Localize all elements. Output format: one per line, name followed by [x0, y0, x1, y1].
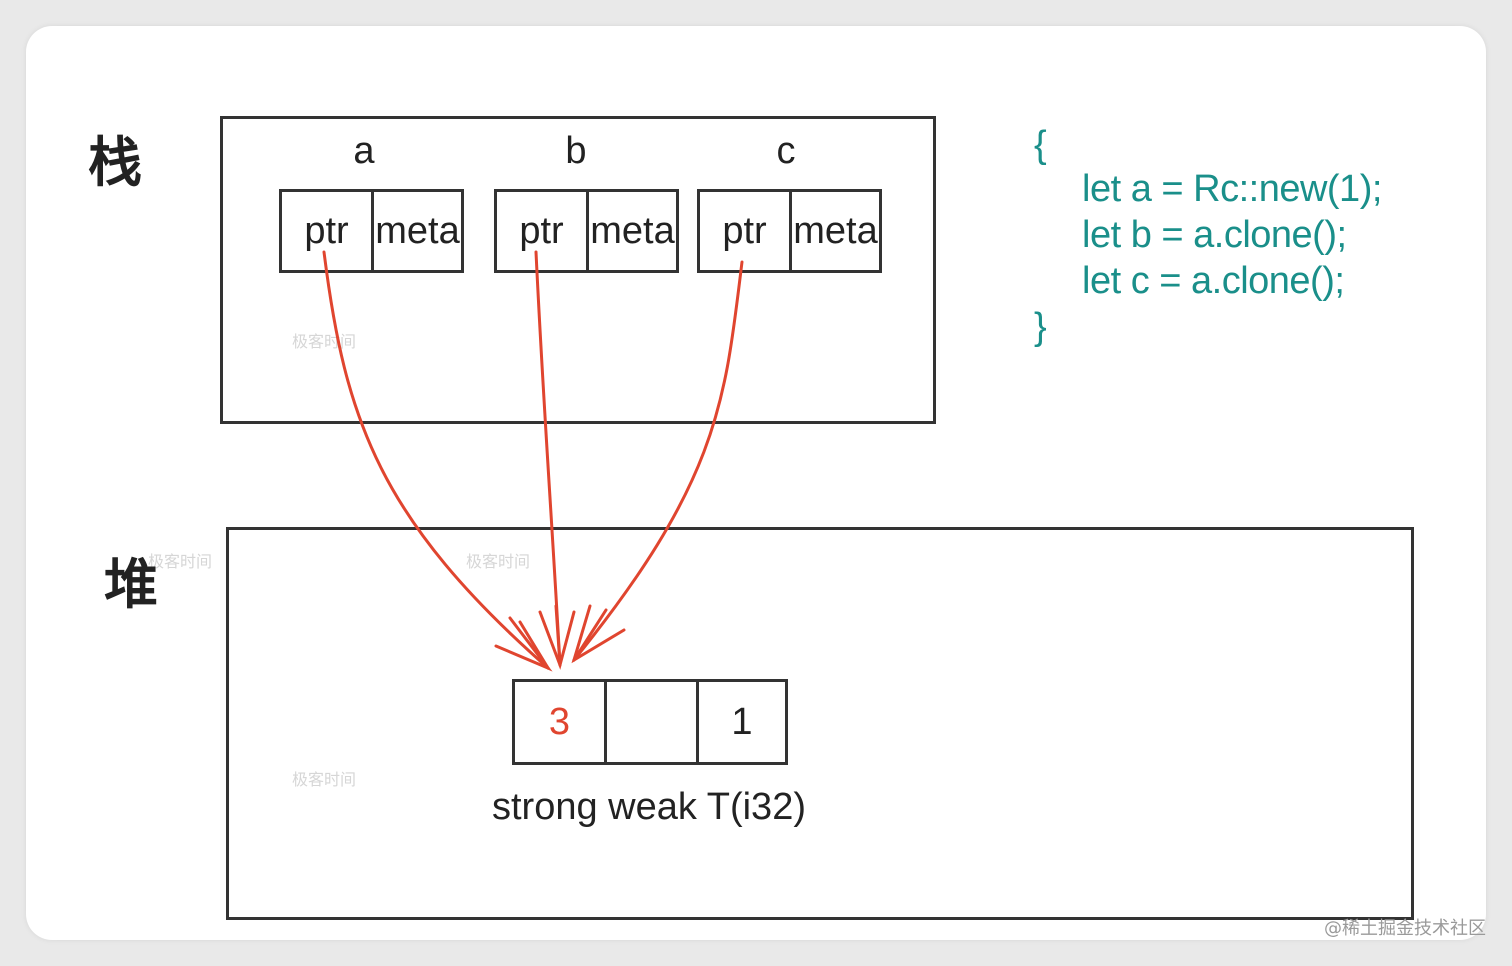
code-line: let c = a.clone(); — [1082, 260, 1345, 302]
watermark: 极客时间 — [148, 552, 213, 571]
var-name-c: c — [776, 130, 796, 172]
code-line: let b = a.clone(); — [1082, 214, 1347, 256]
diagram-card — [26, 26, 1486, 940]
heap-cell-strong: 3 — [512, 679, 607, 765]
stack-cell-meta-c: meta — [789, 189, 882, 273]
stack-cell-ptr-b: ptr — [494, 189, 589, 273]
credit-text: @稀土掘金技术社区 — [1324, 918, 1486, 939]
heap-cell-value: 1 — [696, 679, 788, 765]
watermark: 极客时间 — [292, 770, 357, 789]
heap-caption: strong weak T(i32) — [492, 786, 806, 828]
code-open-brace: { — [1034, 124, 1047, 166]
stack-cell-meta-b: meta — [586, 189, 679, 273]
heap-cell-weak — [604, 679, 699, 765]
var-name-b: b — [565, 130, 587, 172]
stack-cell-ptr-a: ptr — [279, 189, 374, 273]
code-line: let a = Rc::new(1); — [1082, 168, 1382, 210]
code-close-brace: } — [1034, 306, 1047, 348]
stack-cell-ptr-c: ptr — [697, 189, 792, 273]
var-name-a: a — [353, 130, 375, 172]
heap-label: 堆 — [104, 553, 158, 616]
stack-label: 栈 — [88, 131, 142, 194]
heap-frame — [226, 527, 1414, 920]
stack-cell-meta-a: meta — [371, 189, 464, 273]
